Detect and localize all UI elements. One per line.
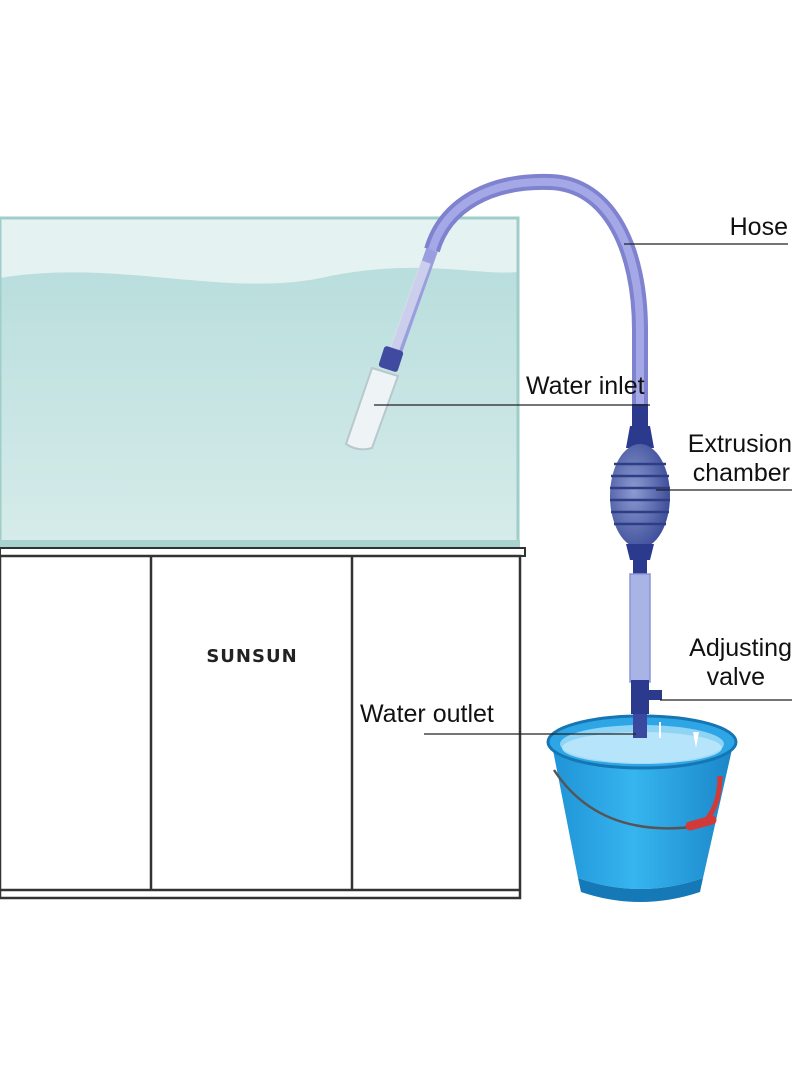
bucket-grip [685, 815, 717, 831]
siphon-tube-icon [344, 173, 648, 451]
label-valve-line1: Adjusting [689, 634, 792, 662]
label-extrusion-line2: chamber [693, 459, 790, 487]
intake-tube [389, 260, 431, 352]
label-extrusion-line1: Extrusion [688, 430, 792, 458]
bulb-bottom-connector [633, 560, 647, 574]
tank-water [0, 267, 518, 548]
squeeze-bulb [610, 444, 670, 548]
label-valve-line2: valve [707, 663, 765, 691]
bulb-top-connector [632, 404, 648, 426]
squeeze-bulb-icon [610, 404, 670, 574]
cabinet-body [0, 554, 522, 900]
valve-body [631, 680, 649, 714]
valve-knob [648, 690, 662, 700]
tube-collar [378, 346, 404, 372]
outlet-nozzle [633, 714, 647, 738]
aquarium-tank [0, 216, 520, 550]
label-hose: Hose [730, 213, 788, 241]
label-water-inlet: Water inlet [526, 372, 645, 400]
hose-highlight [428, 177, 644, 408]
cabinet: SUNSUN [0, 547, 526, 900]
bucket-body [552, 745, 733, 889]
lower-hose [629, 573, 651, 683]
water-drop [693, 732, 699, 748]
label-water-outlet: Water outlet [360, 700, 494, 728]
bucket-icon [546, 714, 738, 902]
brand-label: SUNSUN [206, 646, 297, 667]
bulb-ribs [610, 462, 670, 526]
bucket-water-surface [562, 732, 722, 764]
bulb-bottom-cap [626, 544, 654, 560]
bulb-top-cap [626, 426, 654, 448]
leader-lines [374, 243, 792, 735]
gravel-cylinder [344, 366, 400, 451]
tank-base [0, 540, 520, 548]
bucket-bottom [578, 878, 703, 902]
bucket-handle [552, 769, 701, 830]
valve-icon [631, 680, 662, 738]
